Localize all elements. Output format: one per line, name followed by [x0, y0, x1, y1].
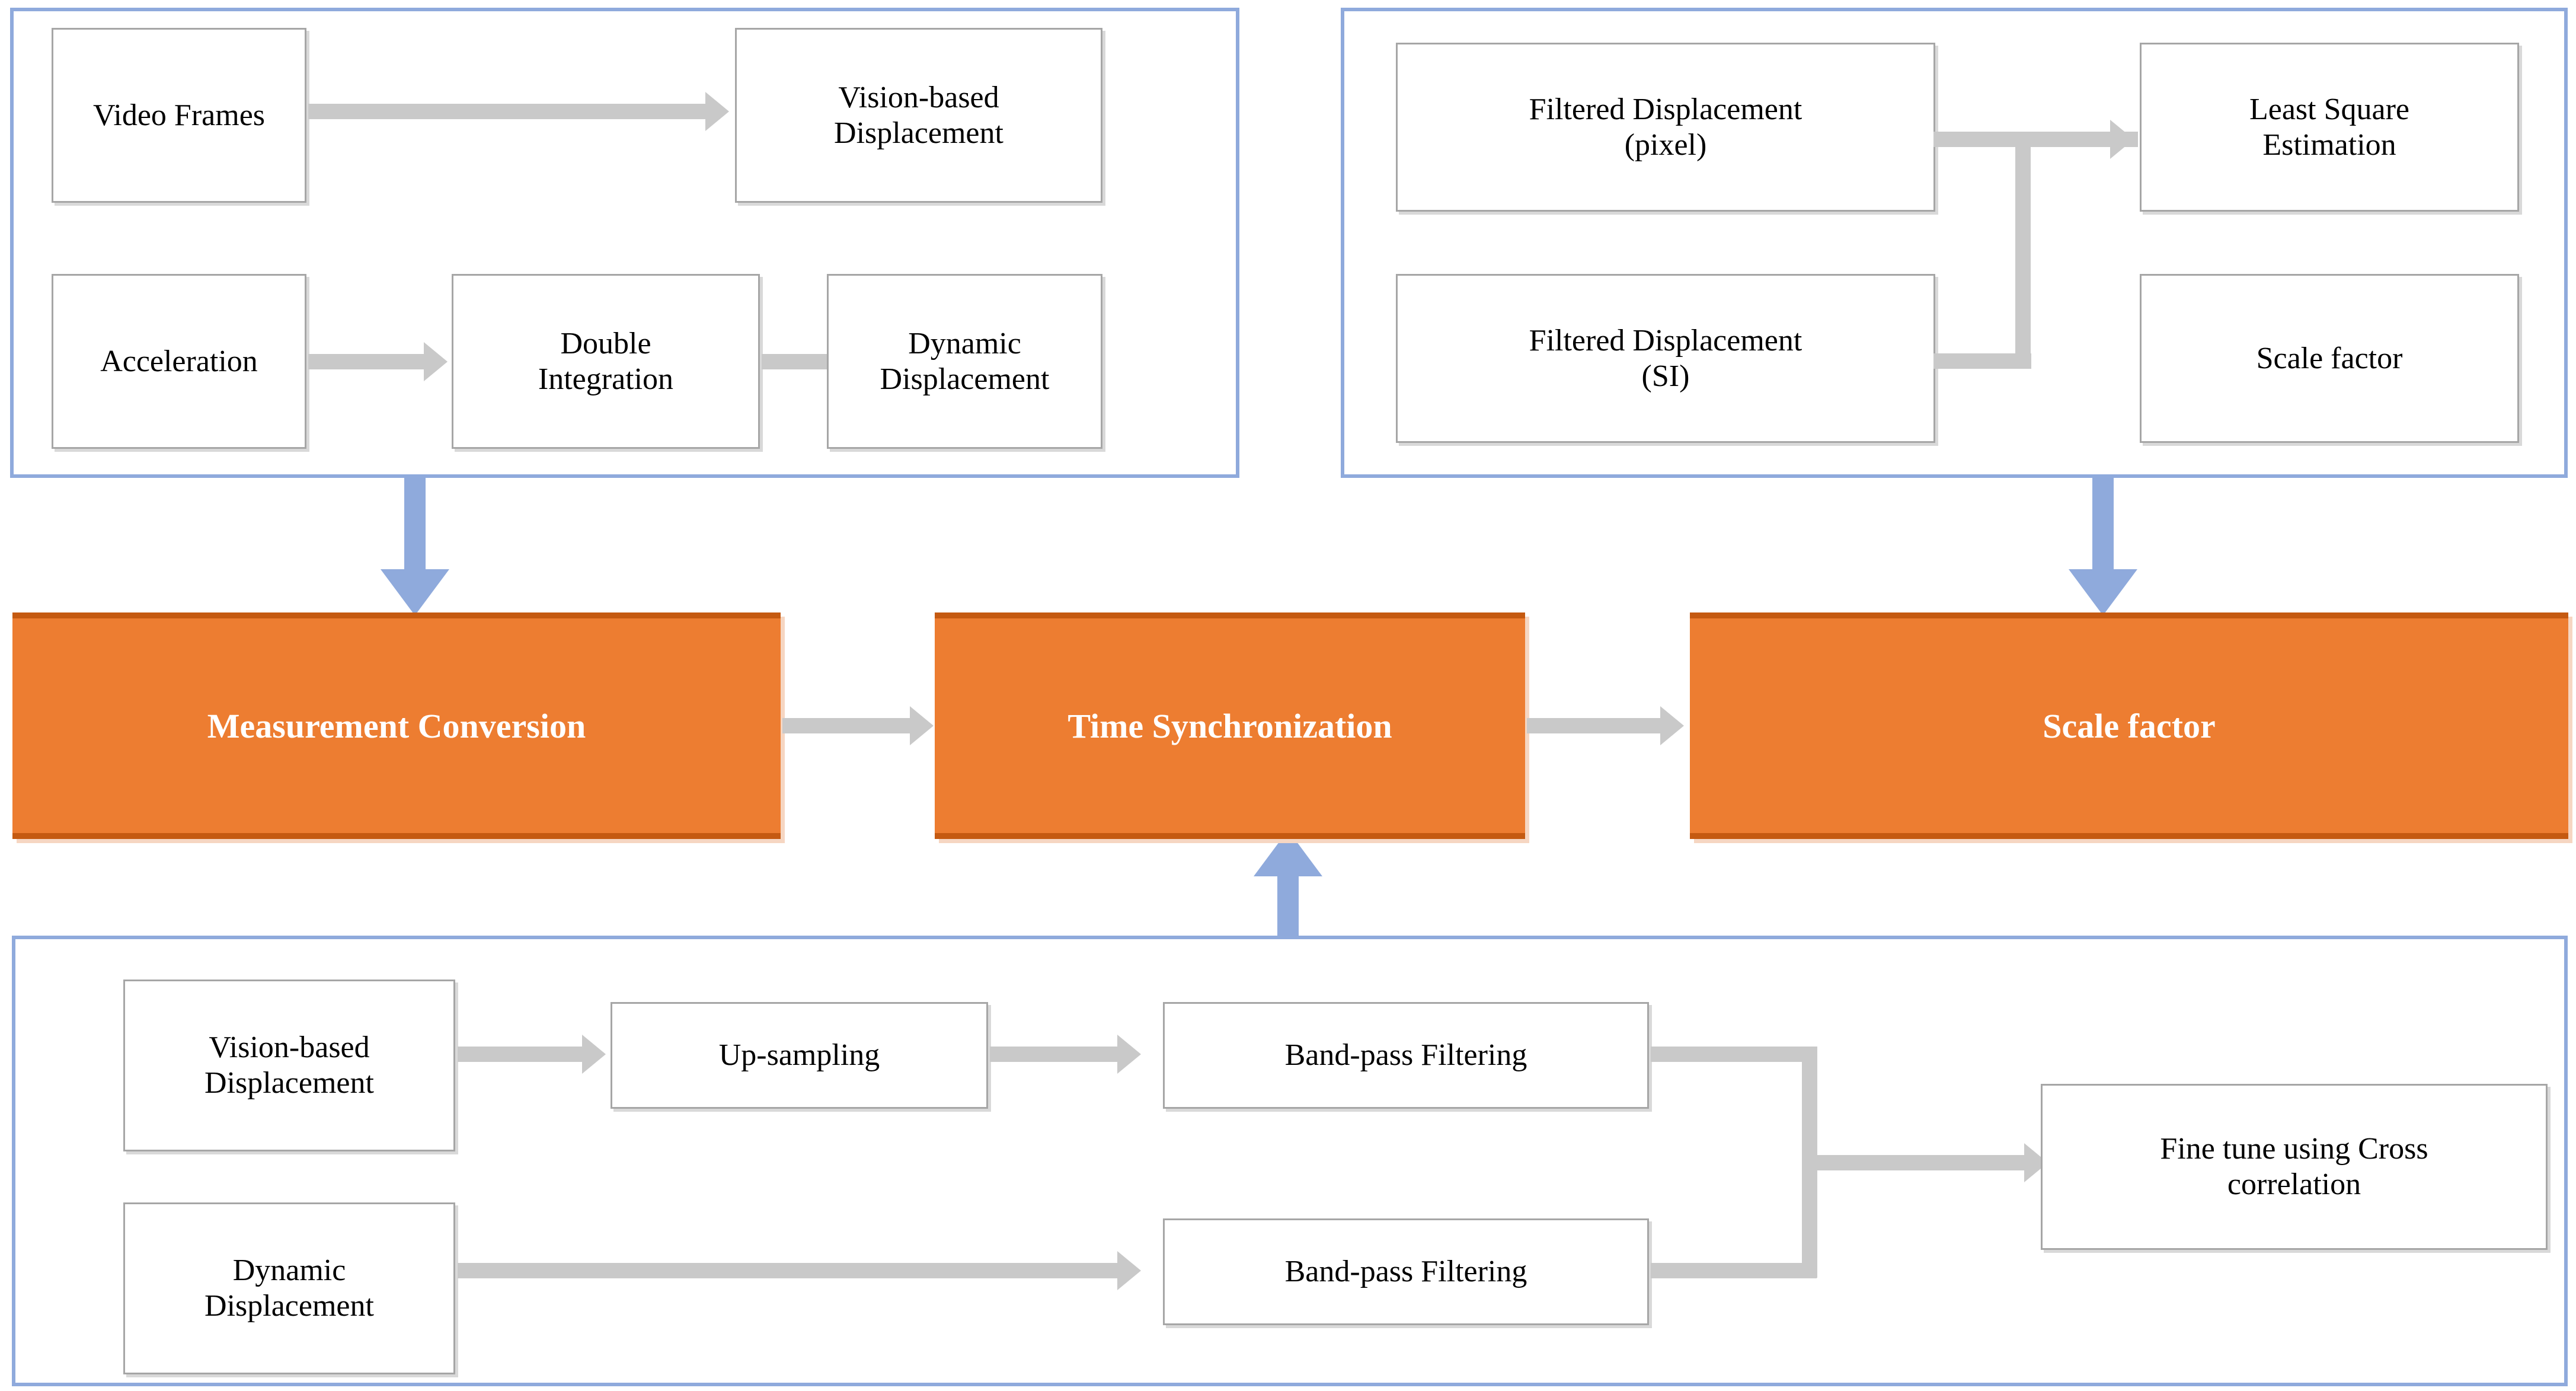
connector-merge-to-fine-tune: [1802, 1155, 2024, 1170]
node-scale-factor-output: Scale factor: [2140, 274, 2519, 443]
node-label: Least Square Estimation: [2249, 92, 2409, 163]
node-band-pass-filtering-1: Band-pass Filtering: [1163, 1002, 1649, 1109]
node-vision-based-displacement: Vision-based Displacement: [735, 28, 1102, 203]
node-label-line2: Displacement: [204, 1066, 374, 1100]
node-label: Band-pass Filtering: [1284, 1255, 1527, 1289]
connector-acceleration-to-double-integration: [308, 354, 424, 369]
node-label-line1: Dynamic: [232, 1253, 346, 1288]
node-label-line2: Displacement: [204, 1289, 374, 1323]
arrowhead-vision-to-upsampling: [582, 1035, 606, 1074]
blue-arrow-head-scale-factor: [2069, 569, 2137, 615]
stage-label: Measurement Conversion: [207, 706, 586, 745]
connector-merge-vertical: [2015, 132, 2031, 369]
node-least-square-estimation: Least Square Estimation: [2140, 43, 2519, 212]
connector-bandpass-2-to-merge: [1651, 1263, 1817, 1278]
node-label: Band-pass Filtering: [1284, 1038, 1527, 1073]
node-band-pass-filtering-2: Band-pass Filtering: [1163, 1218, 1649, 1325]
node-fine-tune-cross-correlation: Fine tune using Cross correlation: [2041, 1084, 2548, 1250]
node-label-line2: Estimation: [2262, 127, 2396, 162]
node-label-line2: Integration: [538, 362, 674, 396]
connector-time-sync-to-scale-factor: [1527, 718, 1660, 733]
stage-scale-factor[interactable]: Scale factor: [1690, 612, 2568, 839]
connector-bandpass-1-to-merge: [1651, 1047, 1817, 1062]
blue-arrow-shaft-measurement: [404, 478, 426, 573]
node-label: Filtered Displacement (pixel): [1529, 92, 1802, 163]
node-label-line1: Dynamic: [908, 326, 1021, 360]
node-label: Up-sampling: [718, 1038, 880, 1073]
arrowhead-merge-to-least-square: [2110, 120, 2134, 159]
node-label-line1: Least Square: [2249, 92, 2409, 126]
node-label-line1: Fine tune using Cross: [2160, 1132, 2428, 1166]
arrowhead-upsampling-to-bandpass-1: [1117, 1035, 1141, 1074]
blue-arrow-shaft-scale-factor: [2092, 478, 2114, 573]
node-label-line2: (SI): [1641, 359, 1690, 393]
node-label: Acceleration: [100, 344, 258, 378]
node-up-sampling: Up-sampling: [611, 1002, 988, 1109]
node-label-line2: (pixel): [1624, 127, 1707, 162]
stage-label: Time Synchronization: [1068, 706, 1392, 745]
stage-label: Scale factor: [2043, 706, 2216, 745]
arrowhead-video-frames-to-vision: [705, 92, 729, 131]
node-label: Video Frames: [92, 98, 266, 132]
node-label: Vision-based Displacement: [204, 1030, 374, 1101]
stage-time-synchronization[interactable]: Time Synchronization: [935, 612, 1525, 839]
node-label-line2: correlation: [2227, 1167, 2361, 1201]
node-label: Double Integration: [538, 326, 673, 397]
node-filtered-displacement-si: Filtered Displacement (SI): [1396, 274, 1935, 443]
node-label-line1: Double: [560, 326, 651, 360]
node-label-line1: Filtered Displacement: [1529, 92, 1802, 126]
stage-measurement-conversion[interactable]: Measurement Conversion: [12, 612, 781, 839]
connector-video-frames-to-vision: [308, 104, 705, 119]
node-label: Dynamic Displacement: [204, 1253, 374, 1324]
node-acceleration: Acceleration: [52, 274, 306, 449]
node-label: Fine tune using Cross correlation: [2160, 1131, 2428, 1202]
node-label-line2: Displacement: [880, 362, 1050, 396]
connector-measurement-to-time-sync: [782, 718, 910, 733]
node-label: Vision-based Displacement: [834, 80, 1003, 151]
node-filtered-displacement-pixel: Filtered Displacement (pixel): [1396, 43, 1935, 212]
node-vision-based-displacement-2: Vision-based Displacement: [123, 980, 455, 1151]
arrowhead-time-sync-to-scale-factor: [1660, 706, 1684, 745]
node-label-line1: Filtered Displacement: [1529, 323, 1802, 358]
node-label: Dynamic Displacement: [880, 326, 1050, 397]
node-label: Filtered Displacement (SI): [1529, 323, 1802, 394]
node-double-integration: Double Integration: [452, 274, 760, 449]
connector-si-to-merge: [1933, 353, 2031, 369]
node-label-line1: Vision-based: [838, 80, 999, 114]
arrowhead-dynamic-to-bandpass-2: [1117, 1251, 1141, 1290]
node-dynamic-displacement: Dynamic Displacement: [827, 274, 1102, 449]
arrowhead-measurement-to-time-sync: [910, 706, 934, 745]
connector-upsampling-to-bandpass-1: [990, 1047, 1117, 1062]
node-label: Scale factor: [2256, 341, 2403, 375]
connector-vision-to-upsampling: [458, 1047, 582, 1062]
connector-pixel-to-merge: [1933, 132, 2138, 147]
node-video-frames: Video Frames: [52, 28, 306, 203]
node-label-line1: Vision-based: [209, 1031, 370, 1065]
blue-arrow-head-measurement: [381, 569, 449, 615]
node-dynamic-displacement-2: Dynamic Displacement: [123, 1202, 455, 1374]
blue-arrow-shaft-time-sync: [1277, 872, 1299, 940]
node-label-line2: Displacement: [834, 116, 1003, 150]
connector-dynamic-to-bandpass-2: [458, 1263, 1117, 1278]
arrowhead-acceleration-to-double-integration: [424, 342, 448, 381]
